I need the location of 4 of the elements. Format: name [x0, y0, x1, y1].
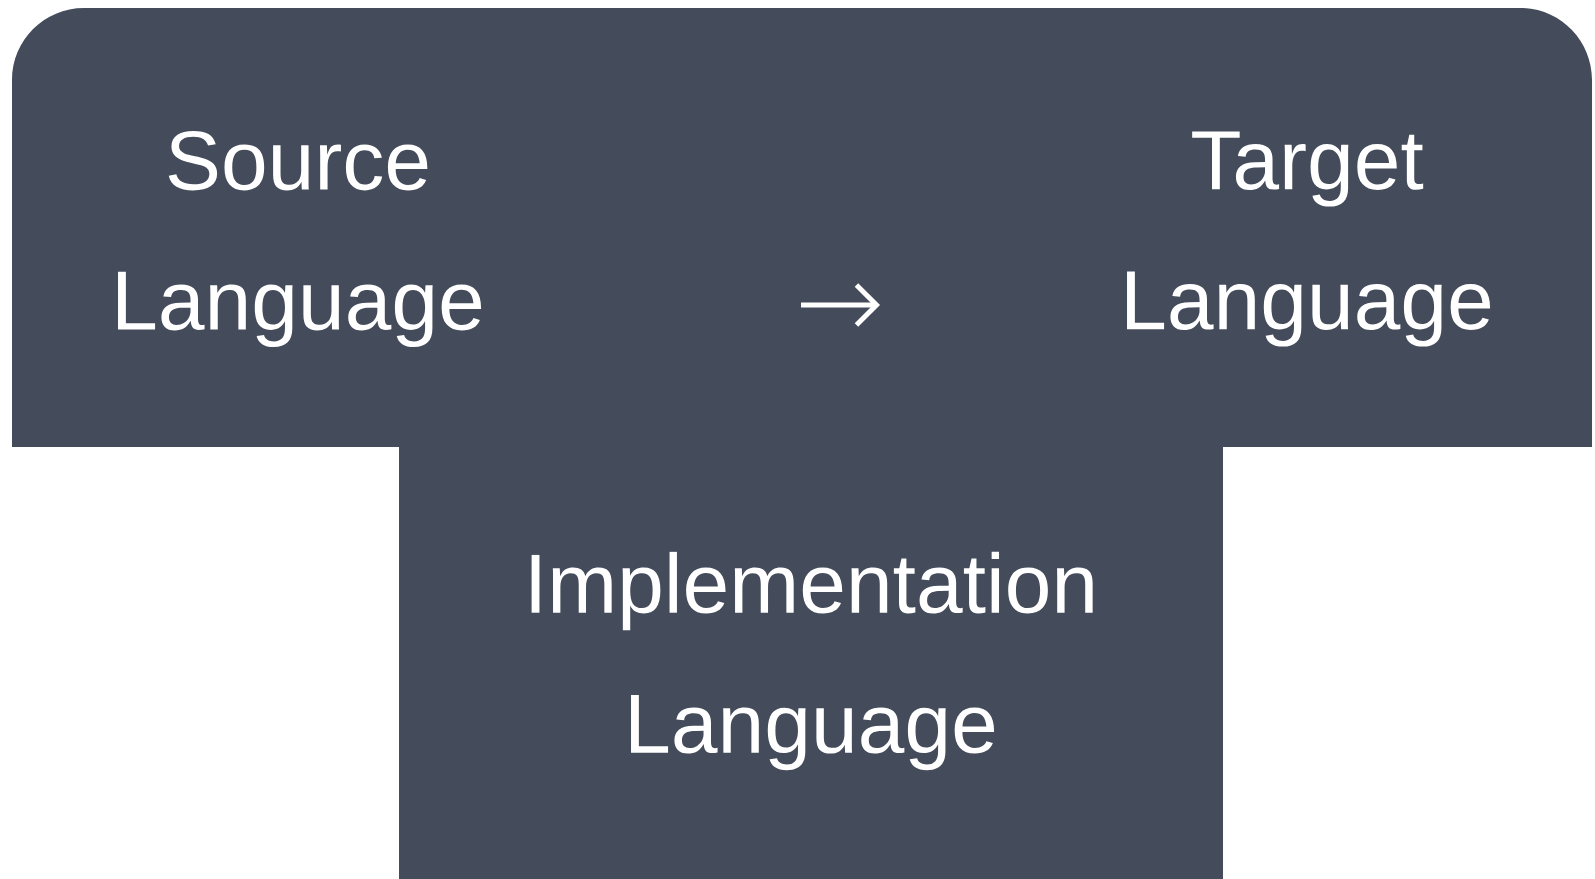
- text-label: Implementation Language: [531, 551, 1093, 771]
- text-label: Target Language: [1127, 131, 1491, 347]
- t-shape: [12, 8, 1592, 879]
- text-label: Source Language: [118, 130, 482, 348]
